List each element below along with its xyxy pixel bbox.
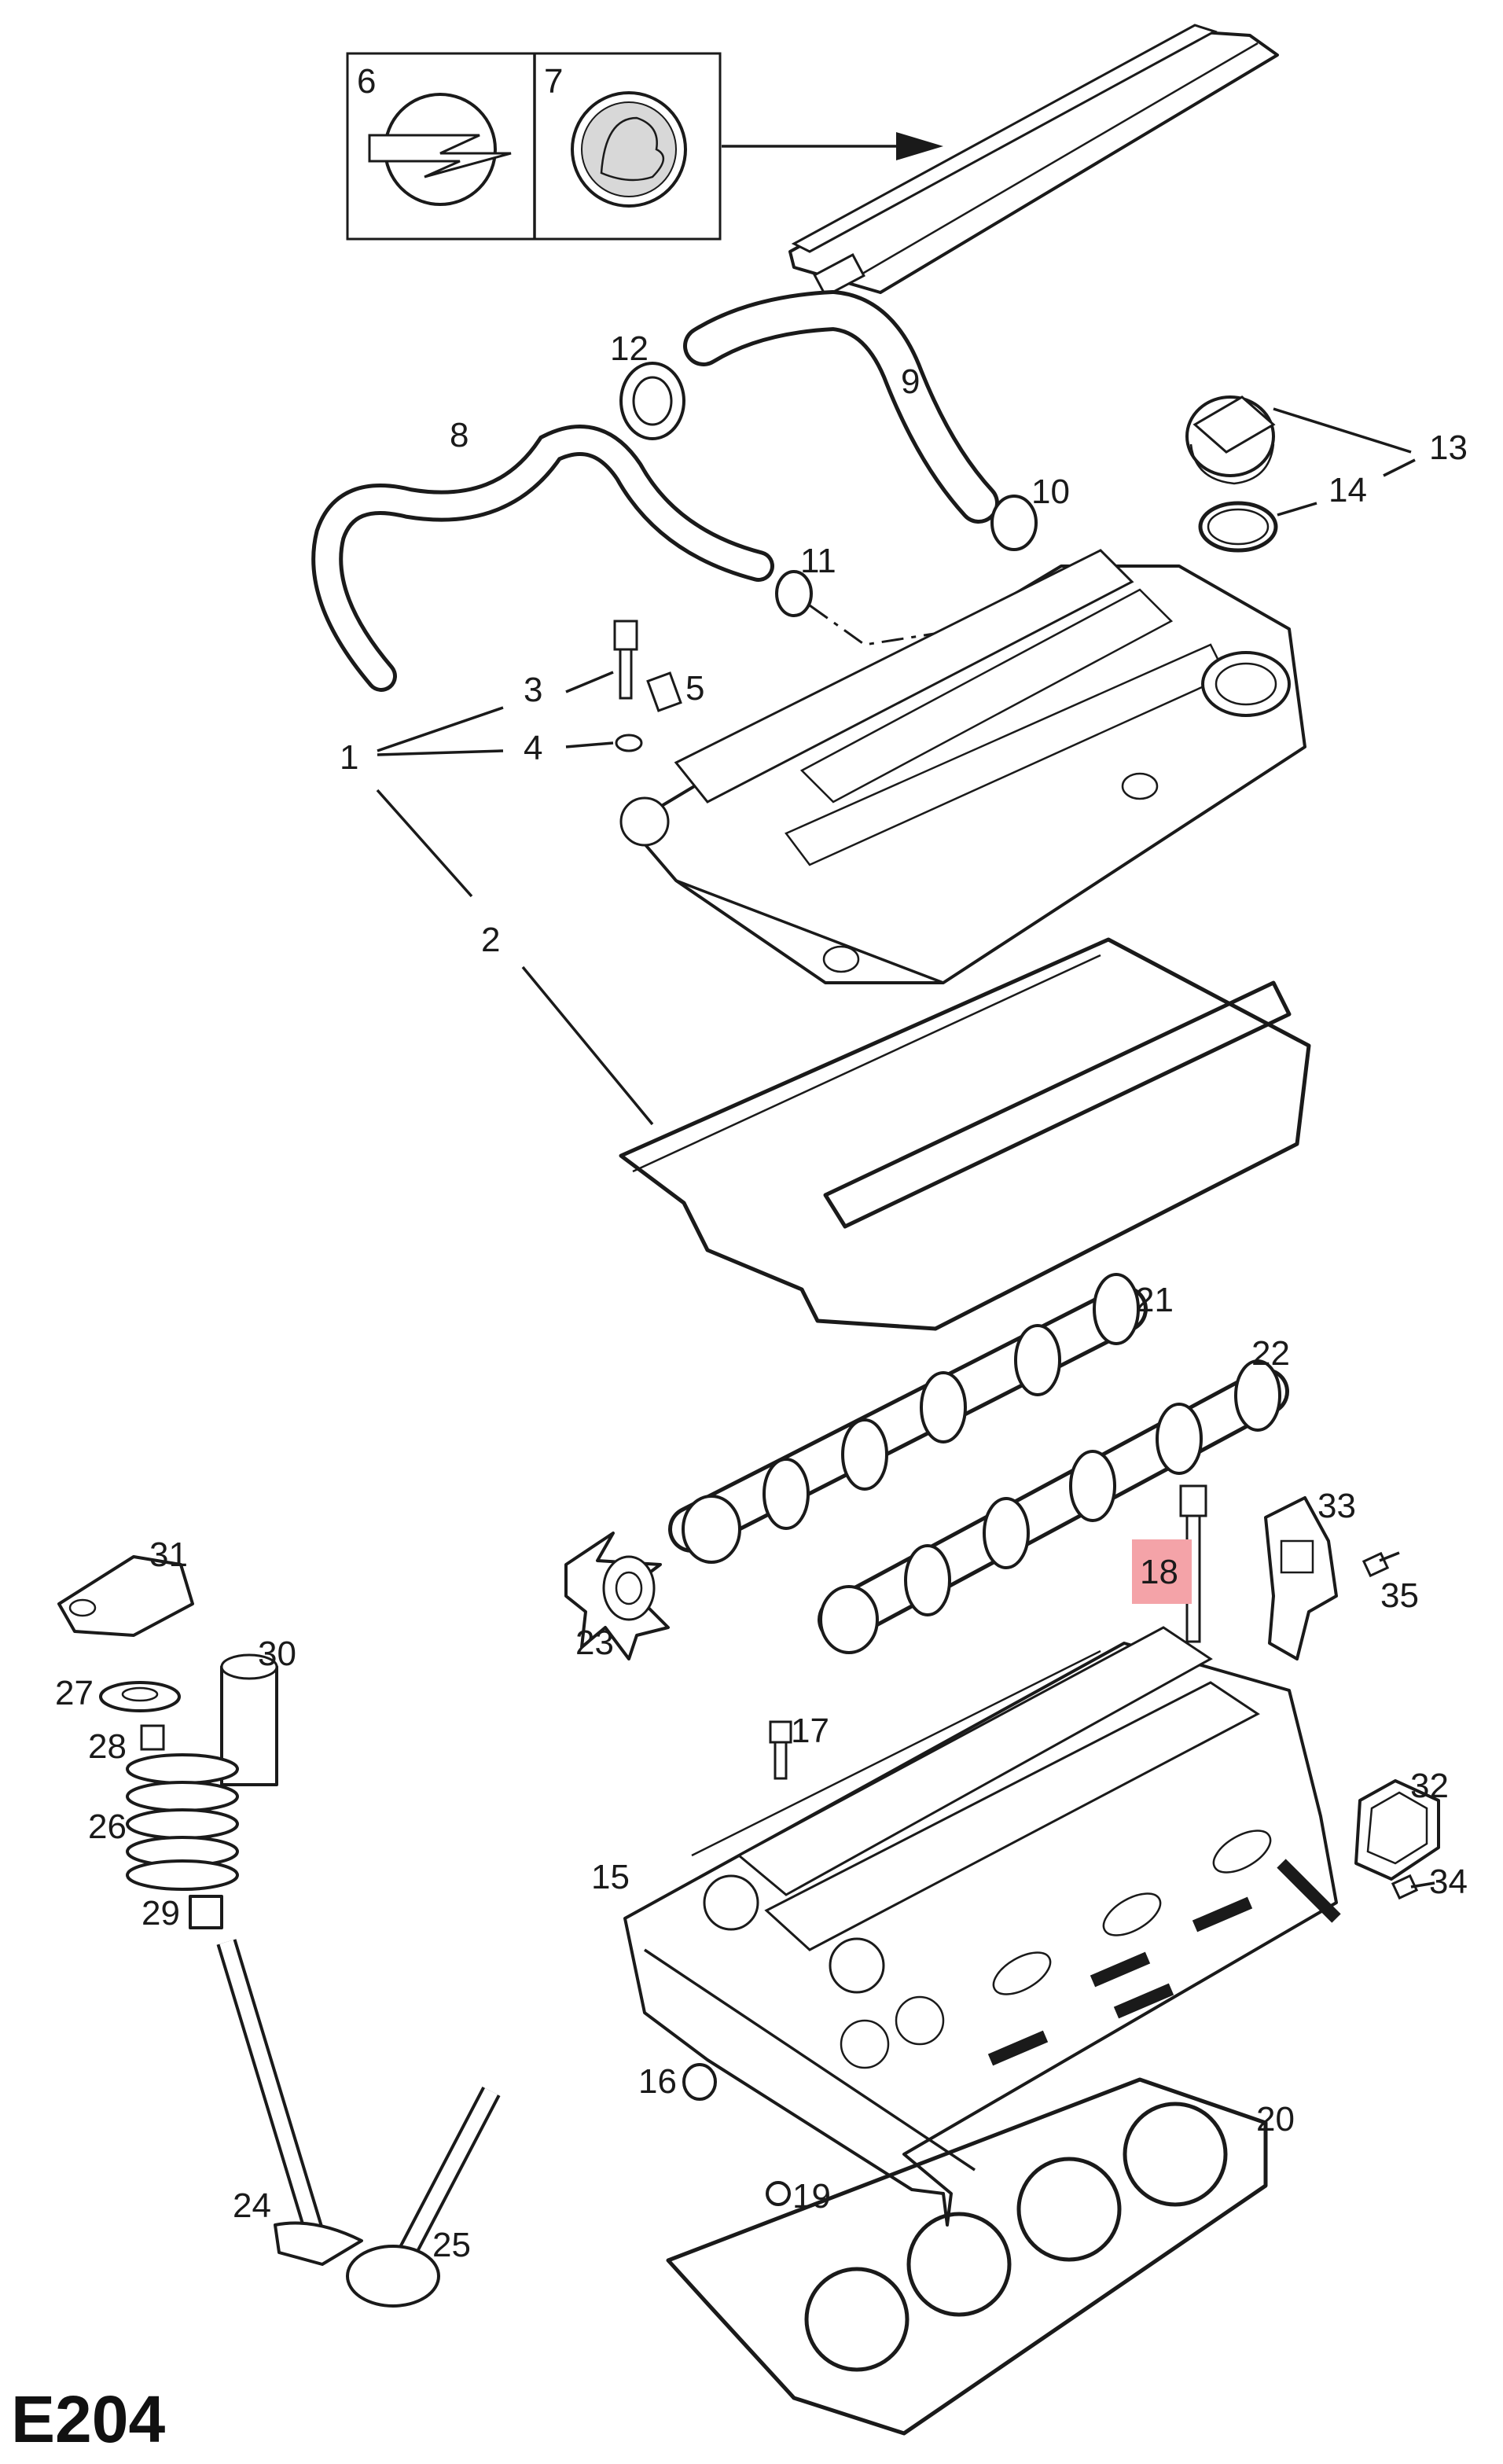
- callout-4: 4: [524, 729, 542, 767]
- cylinder-head-15: [623, 1626, 1338, 2227]
- cover-32: [1354, 1779, 1440, 1881]
- dowel-19: [766, 2181, 791, 2206]
- seal-ring-4: [615, 734, 643, 752]
- callout-2: 2: [481, 921, 500, 959]
- studs: [987, 1859, 1341, 2066]
- callout-32: 32: [1410, 1767, 1449, 1805]
- callout-7: 7: [544, 62, 563, 101]
- callout-15: 15: [591, 1858, 630, 1896]
- callout-12: 12: [610, 329, 649, 368]
- callout-18: 18: [1140, 1553, 1178, 1591]
- rocker-arm-31: [57, 1555, 194, 1637]
- cover-gasket-2: [619, 937, 1311, 1331]
- callout-11: 11: [800, 542, 836, 580]
- bolt-34: [1391, 1874, 1435, 1900]
- bolt-3: [613, 620, 638, 700]
- valve-25: [346, 2086, 501, 2308]
- highlight-18: [1132, 1539, 1192, 1604]
- head-gasket-20: [666, 2077, 1268, 2436]
- valve-24: [216, 1939, 363, 2266]
- callout-20: 20: [1256, 2100, 1295, 2139]
- callout-14: 14: [1328, 471, 1367, 509]
- callout-13: 13: [1429, 428, 1468, 467]
- callout-33: 33: [1317, 1487, 1356, 1525]
- callout-19: 19: [792, 2177, 831, 2216]
- hose-clamp-11: [775, 570, 813, 617]
- callout-8: 8: [450, 416, 469, 454]
- oil-filler-cap-13: [1185, 395, 1276, 485]
- camshaft-21: [668, 1273, 1148, 1564]
- callout-17: 17: [791, 1712, 829, 1750]
- valve-keys-28: [140, 1724, 165, 1751]
- page-code: E204: [11, 2382, 165, 2456]
- callout-34: 34: [1429, 1863, 1468, 1901]
- vauxhall-griffin-badge-icon: [571, 91, 687, 208]
- callout-1: 1: [340, 738, 358, 777]
- clip-5: [646, 671, 682, 712]
- bracket-33: [1264, 1496, 1338, 1660]
- bolt-35: [1362, 1551, 1400, 1578]
- trigger-wheel-23: [564, 1532, 670, 1660]
- camshaft-22: [818, 1359, 1289, 1654]
- hose-clamp-12: [619, 362, 685, 440]
- callout-9: 9: [901, 362, 920, 401]
- callout-6: 6: [357, 62, 376, 101]
- callout-3: 3: [524, 671, 542, 709]
- hose-clamp-10: [990, 495, 1038, 551]
- callout-28: 28: [88, 1727, 127, 1766]
- camshaft-cover: [619, 549, 1306, 984]
- valve-spring-26: [126, 1753, 239, 1891]
- callout-29: 29: [141, 1894, 180, 1933]
- valve-stem-seal-29: [189, 1895, 223, 1929]
- logo-box: 6 7: [346, 52, 722, 241]
- top-cover: [788, 24, 1279, 298]
- callout-10: 10: [1031, 473, 1070, 511]
- callout-16: 16: [638, 2062, 677, 2101]
- callout-30: 30: [258, 1635, 296, 1673]
- callout-23: 23: [575, 1624, 614, 1662]
- callout-31: 31: [149, 1535, 188, 1574]
- callout-5: 5: [685, 669, 704, 708]
- spring-retainer-27: [99, 1681, 181, 1712]
- callout-24: 24: [233, 2186, 271, 2225]
- callout-26: 26: [88, 1808, 127, 1846]
- seal-ring-14: [1198, 501, 1278, 553]
- callout-35: 35: [1380, 1576, 1419, 1615]
- plug-16: [682, 2063, 717, 2101]
- arrow-icon: [896, 132, 943, 160]
- callout-21: 21: [1135, 1281, 1174, 1319]
- callout-27: 27: [55, 1674, 94, 1712]
- callout-25: 25: [432, 2226, 471, 2264]
- opel-badge-icon: [368, 93, 512, 206]
- callout-22: 22: [1251, 1334, 1290, 1373]
- bolt-17: [769, 1720, 792, 1780]
- breather-hose-9: [683, 289, 999, 524]
- breather-hose-8: [311, 425, 774, 692]
